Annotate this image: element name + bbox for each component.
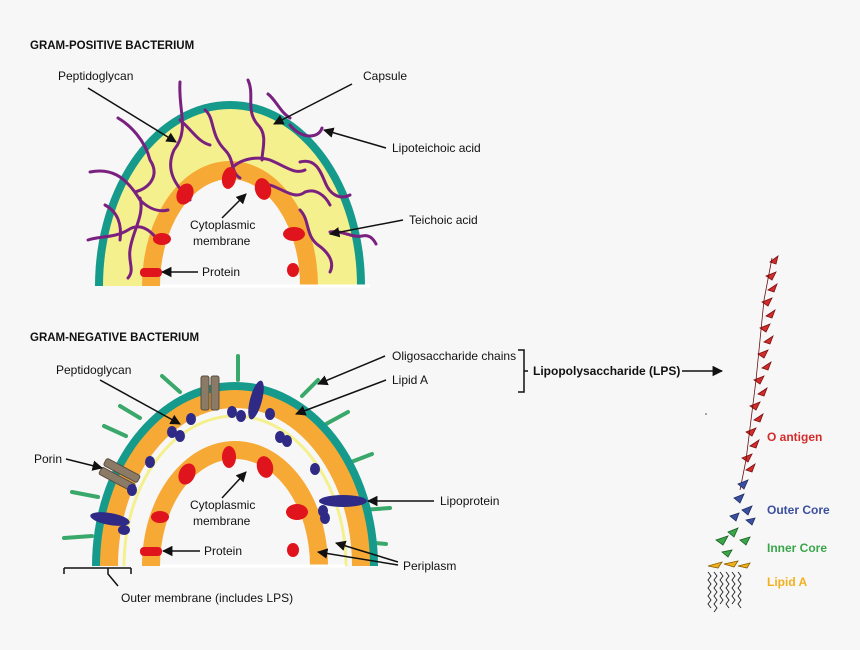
gram-positive-title: GRAM-POSITIVE BACTERIUM: [30, 40, 194, 52]
teichoic-acid-label: Teichoic acid: [409, 213, 478, 227]
oligosaccharide-chains: [62, 354, 392, 546]
gn-cytoplasmic-label-1: Cytoplasmic: [190, 498, 255, 512]
gp-protein-label: Protein: [202, 265, 240, 279]
lps-label: Lipopolysaccharide (LPS): [533, 364, 680, 378]
gn-lipid-a-label: Lipid A: [392, 373, 428, 387]
outer-core-label: Outer Core: [767, 503, 830, 517]
lipid-a-tails: [707, 571, 742, 613]
outer-membrane-label: Outer membrane (includes LPS): [121, 591, 293, 605]
gram-positive-cell: [86, 78, 378, 288]
gn-membrane-proteins: [140, 446, 308, 557]
gram-negative-cell: [62, 354, 392, 568]
lipoteichoic-acid-label: Lipoteichoic acid: [392, 141, 481, 155]
gram-negative-title: GRAM-NEGATIVE BACTERIUM: [30, 332, 199, 344]
lps-bracket: [518, 349, 528, 393]
outer-core: [729, 479, 756, 526]
inner-core: [715, 527, 751, 558]
periplasm-label: Periplasm: [403, 559, 456, 573]
inner-core-label: Inner Core: [767, 541, 827, 555]
oligosaccharide-chains-label: Oligosaccharide chains: [392, 349, 516, 363]
gp-cytoplasmic-label-2: membrane: [193, 234, 251, 248]
lipid-a-structure-label: Lipid A: [767, 575, 808, 589]
gp-cytoplasmic-label-1: Cytoplasmic: [190, 218, 255, 232]
membrane-proteins: [140, 167, 305, 277]
gn-cytoplasmic-label-2: membrane: [193, 514, 251, 528]
o-antigen-chain: [741, 255, 779, 473]
gp-peptidoglycan-label: Peptidoglycan: [58, 69, 133, 83]
lipoprotein-shapes: [90, 380, 367, 535]
gp-capsule-label: Capsule: [363, 69, 407, 83]
gn-protein-label: Protein: [204, 544, 242, 558]
porin-label: Porin: [34, 452, 62, 466]
gn-cytoplasm: [160, 459, 310, 566]
lipoprotein-label: Lipoprotein: [440, 494, 499, 508]
outer-membrane-bracket: [63, 567, 132, 587]
lps-molecule: [705, 255, 779, 613]
cytoplasm: [160, 179, 300, 286]
o-antigen-label: O antigen: [767, 430, 822, 444]
porin-proteins: [98, 375, 220, 492]
lipid-a-head: [707, 560, 751, 569]
gn-peptidoglycan-label: Peptidoglycan: [56, 363, 131, 377]
